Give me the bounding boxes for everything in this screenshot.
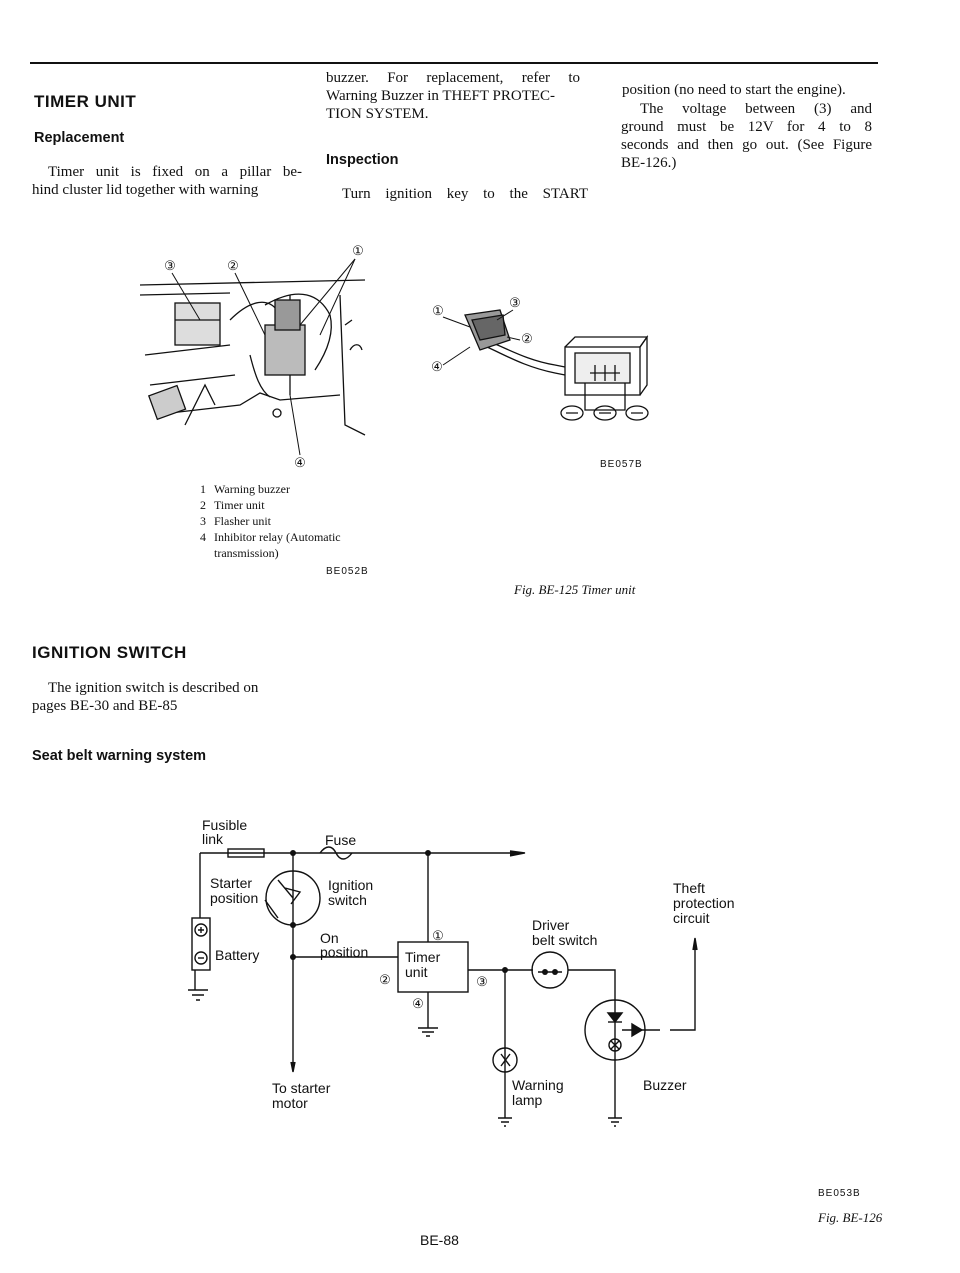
callout-r3: ③: [509, 295, 521, 310]
col3-line-5: BE-126.): [621, 155, 677, 171]
callout-r4: ④: [431, 359, 443, 374]
figure-caption-be125: Fig. BE-125 Timer unit: [514, 582, 636, 597]
label-ignition: Ignition: [328, 877, 373, 893]
inspection-text: Turn ignition key to the START: [342, 186, 588, 202]
label-circuit: circuit: [673, 910, 710, 926]
ignition-text-line-1: The ignition switch is described on: [48, 680, 259, 696]
pin-3: ③: [476, 974, 488, 989]
label-motor: motor: [272, 1095, 308, 1111]
seat-belt-wiring-diagram: Fusible link Fuse Starter position Ignit…: [188, 817, 734, 1127]
label-fuse: Fuse: [325, 832, 356, 848]
label-fusible: Fusible: [202, 817, 247, 833]
label-switch: switch: [328, 892, 367, 908]
callout-1: ①: [352, 243, 364, 258]
callout-4: ④: [294, 455, 306, 470]
label-battery: Battery: [215, 947, 259, 963]
header-rule: [30, 62, 878, 64]
label-to-starter: To starter: [272, 1080, 331, 1096]
figure-code-left: BE052B: [326, 566, 369, 577]
page-number: BE-88: [420, 1232, 459, 1248]
callout-r2: ②: [521, 331, 533, 346]
timer-text-line-2: hind cluster lid together with warning: [32, 182, 259, 198]
label-belt-switch: belt switch: [532, 932, 597, 948]
figure-code-right: BE057B: [600, 459, 643, 470]
inspection-subheading: Inspection: [326, 152, 399, 168]
col3-line-1: position (no need to start the engine).: [622, 82, 846, 98]
seat-belt-heading: Seat belt warning system: [32, 748, 207, 764]
callout-2: ②: [227, 258, 239, 273]
label-timer: Timer: [405, 949, 441, 965]
timer-location-illustration: ③ ② ① ④: [140, 243, 366, 470]
ignition-text-line-2: pages BE-30 and BE-85: [32, 698, 178, 714]
label-link: link: [202, 831, 224, 847]
timer-unit-heading: TIMER UNIT: [34, 92, 137, 111]
replacement-subheading: Replacement: [34, 130, 125, 146]
label-starter: Starter: [210, 875, 252, 891]
label-theft: Theft: [673, 880, 705, 896]
label-driver: Driver: [532, 917, 570, 933]
callout-3: ③: [164, 258, 176, 273]
figure-caption-be126: Fig. BE-126: [818, 1210, 883, 1225]
label-position: position: [210, 890, 258, 906]
legend-4-cont: transmission): [214, 546, 279, 560]
ignition-switch-heading: IGNITION SWITCH: [32, 643, 187, 662]
label-buzzer: Buzzer: [643, 1077, 687, 1093]
col3-line-4: seconds and then go out. (See Figure: [621, 137, 872, 153]
col3-line-2: The voltage between (3) and: [640, 101, 872, 117]
timer-unit-illustration: ① ③ ② ④: [431, 295, 649, 421]
col3-line-3: ground must be 12V for 4 to 8: [621, 119, 872, 135]
pin-2: ②: [379, 972, 391, 987]
label-lamp: lamp: [512, 1092, 543, 1108]
label-protection: protection: [673, 895, 734, 911]
figure-code-diagram: BE053B: [818, 1188, 861, 1199]
label-warning: Warning: [512, 1077, 564, 1093]
pin-1: ①: [432, 928, 444, 943]
label-on-position: position: [320, 944, 368, 960]
buzzer-text-line-2: Warning Buzzer in THEFT PROTEC-: [326, 88, 556, 104]
label-on: On: [320, 930, 339, 946]
callout-r1: ①: [432, 303, 444, 318]
buzzer-text-line-1: buzzer. For replacement, refer to: [326, 70, 580, 86]
label-unit: unit: [405, 964, 428, 980]
timer-text-line-1: Timer unit is fixed on a pillar be-: [48, 164, 302, 180]
pin-4: ④: [412, 996, 424, 1011]
buzzer-text-line-3: TION SYSTEM.: [326, 106, 429, 122]
